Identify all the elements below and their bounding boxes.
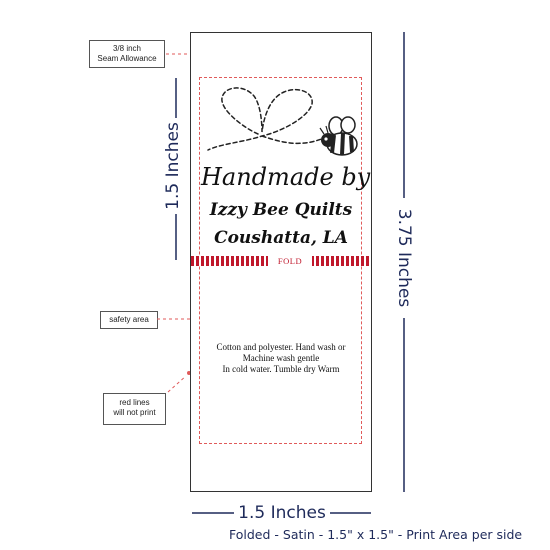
seam-allowance-callout: 3/8 inch Seam Allowance xyxy=(89,40,165,68)
safety-area-callout: safety area xyxy=(100,311,158,329)
seam-allowance-text: Seam Allowance xyxy=(97,54,157,63)
safety-area-text: safety area xyxy=(109,315,149,324)
seam-fraction-text: 3/8 inch xyxy=(112,44,142,53)
heart-dashed-icon xyxy=(207,87,325,151)
location-text: Coushatta, LA xyxy=(214,228,348,248)
care-line-3: In cold water. Tumble dry Warm xyxy=(222,363,340,374)
handmade-by-text: Handmade by xyxy=(201,163,371,191)
redlines-leader-line xyxy=(167,375,187,393)
care-line-2: Machine wash gentle xyxy=(242,352,320,363)
maker-name-text: Izzy Bee Quilts xyxy=(209,200,353,220)
care-line-1: Cotton and polyester. Hand wash or xyxy=(216,342,346,352)
fold-label: FOLD xyxy=(268,256,312,266)
red-lines-text-1: red lines xyxy=(119,398,150,407)
red-lines-text-2: will not print xyxy=(113,408,156,417)
care-instructions: Cotton and polyester. Hand wash or Machi… xyxy=(201,342,361,374)
folded-height-label: 1.5 Inches xyxy=(163,122,183,210)
total-height-label: 3.75 Inches xyxy=(394,208,414,308)
width-label: 1.5 Inches xyxy=(238,503,326,523)
footer-caption: Folded - Satin - 1.5" x 1.5" - Print Are… xyxy=(229,527,523,542)
bee-icon xyxy=(319,116,358,156)
red-lines-callout: red lines will not print xyxy=(103,393,166,425)
